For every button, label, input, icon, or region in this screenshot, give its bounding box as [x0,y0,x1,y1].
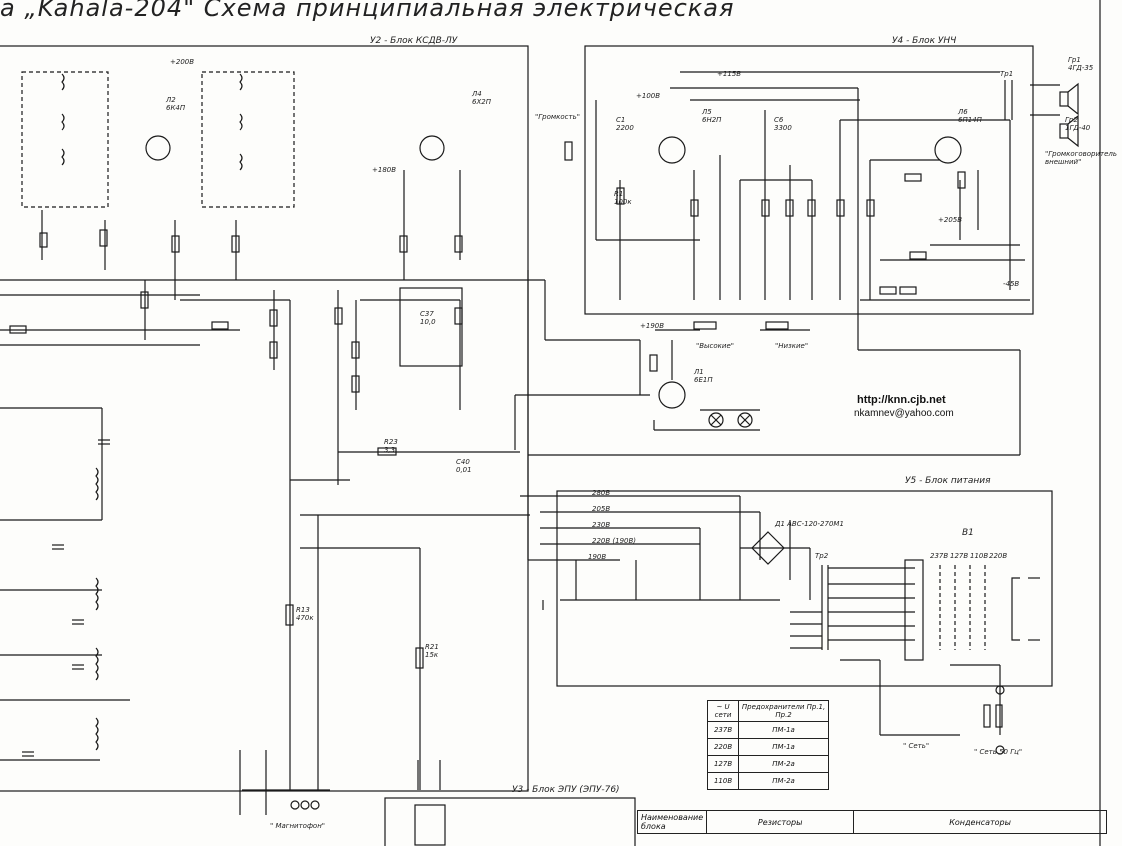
fuse-voltage-cell: 220В [706,738,740,756]
stamp-capacitors-header: Конденсаторы [853,810,1107,834]
tube-l4 [419,135,445,161]
label-v127: 127В [950,552,969,560]
table-row: 127В ПМ-2а [706,755,829,773]
block-u2-frame [0,45,529,792]
label-c37: C37 10,0 [420,310,436,326]
resistor-r23 [377,447,397,456]
block-u5-frame [556,490,1053,687]
label-indicator-l1: Л1 6Е1П [694,368,713,384]
label-v230: 230В [592,521,611,529]
resistor-r27 [269,341,278,359]
label-v1: В1 [962,528,974,538]
label-r13: R13 470к [296,606,314,622]
label-plus200: +200В [170,58,195,66]
label-plus115: +115В [717,70,742,78]
label-vysokie: "Высокие" [696,342,734,350]
resistor-r19 [351,341,360,359]
label-v205: 205В [592,505,611,513]
resistor-r13 [285,604,294,626]
stamp-table: Наименование блока Резисторы Конденсатор… [636,810,1107,834]
label-gr2: Гр2 1ГД-40 [1065,116,1091,132]
block-u2-label: У2 - Блок КСДВ-ЛУ [370,36,458,46]
stamp-block-text: блока [641,822,666,831]
label-gr1: Гр1 4ГД-35 [1068,56,1094,72]
label-set-50: " Сеть 50 Гц" [974,748,1023,756]
table-row: 110В ПМ-2а [706,772,829,790]
fuse-table-header-fuses: Предохранители Пр.1, Пр.2 [738,700,829,722]
stamp-resistors-header: Резисторы [706,810,855,834]
resistor-r22 [399,235,408,253]
fuse-table: ~ U сети Предохранители Пр.1, Пр.2 237В … [706,700,829,790]
label-v220: 220В [989,552,1008,560]
resistor-r20 [351,375,360,393]
block-u4-frame [584,45,1034,315]
label-r1: R1 100к [614,190,632,206]
label-nizkie: "Низкие" [775,342,809,350]
label-tube-l5: Л5 6Н2П [702,108,722,124]
fuse-type-cell: ПМ-2а [738,755,829,773]
stamp-name-label: Наименование блока [636,810,708,834]
tube-l5 [658,136,686,164]
resistor-r12 [140,291,149,309]
label-plus100: +100В [636,92,661,100]
tube-l2 [145,135,171,161]
resistor-r18 [334,307,343,325]
stamp-name-text: Наименование [641,813,704,822]
label-d1: Д1 АВС-120-270М1 [775,520,844,528]
website-url[interactable]: http://knn.cjb.net [857,394,946,406]
resistor-r15 [171,235,180,253]
fuse-voltage-cell: 237В [706,721,740,739]
resistor-r11 [99,229,108,247]
label-v190: 190В [588,553,607,561]
email-address[interactable]: nkamnev@yahoo.com [854,408,954,419]
label-tr2: Тр2 [815,552,829,560]
resistor-r16 [231,235,240,253]
label-tube-l4: Л4 6Х2П [472,90,491,106]
resistor-r24 [454,307,463,325]
fuse-table-header-voltage: ~ U сети [706,700,740,722]
tube-l6 [934,136,962,164]
fuse-type-cell: ПМ-1а [738,721,829,739]
label-plus190: +190В [640,322,665,330]
label-tube-l6: Л6 6П14П [958,108,982,124]
table-row: 237В ПМ-1а [706,721,829,739]
label-r21: R21 15к [425,643,439,659]
fuse-voltage-cell: 110В [706,772,740,790]
label-v110: 110В [970,552,989,560]
fuse-voltage-cell: 127В [706,755,740,773]
label-magnitofon: " Магнитофон" [270,822,326,830]
label-gromkost: "Громкость" [535,113,580,121]
label-tr1: Тр1 [1000,70,1014,78]
label-v237: 237В [930,552,949,560]
block-u3-label: У3 - Блок ЭПУ (ЭПУ-76) [512,785,620,795]
table-row: 220В ПМ-1а [706,738,829,756]
resistor-r14 [269,309,278,327]
fuse-type-cell: ПМ-2а [738,772,829,790]
label-plus180: +180В [372,166,397,174]
page-title: а „Kahala-204" Схема принципиальная элек… [0,0,735,22]
fuse-type-cell: ПМ-1а [738,738,829,756]
tube-l1-indicator [658,381,686,409]
label-v280: 280В [592,489,611,497]
label-c1: C1 2200 [616,116,634,132]
label-v220-190: 220В (190В) [592,537,637,545]
block-u5-label: У5 - Блок питания [905,476,991,486]
label-r23: R23 3,3 [384,438,398,454]
label-tube-l2: Л2 6К4П [166,96,186,112]
label-ext-speaker: "Громкоговоритель внешний" [1045,150,1117,166]
block-u4-label: У4 - Блок УНЧ [892,36,957,46]
label-minus45: -45В [1003,280,1020,288]
label-c40: C40 0,01 [456,458,472,474]
resistor-r23-u2 [454,235,463,253]
label-plus205: +205В [938,216,963,224]
label-set: " Сеть" [903,742,930,750]
label-c6: C6 3300 [774,116,792,132]
resistor-r21 [415,647,424,669]
